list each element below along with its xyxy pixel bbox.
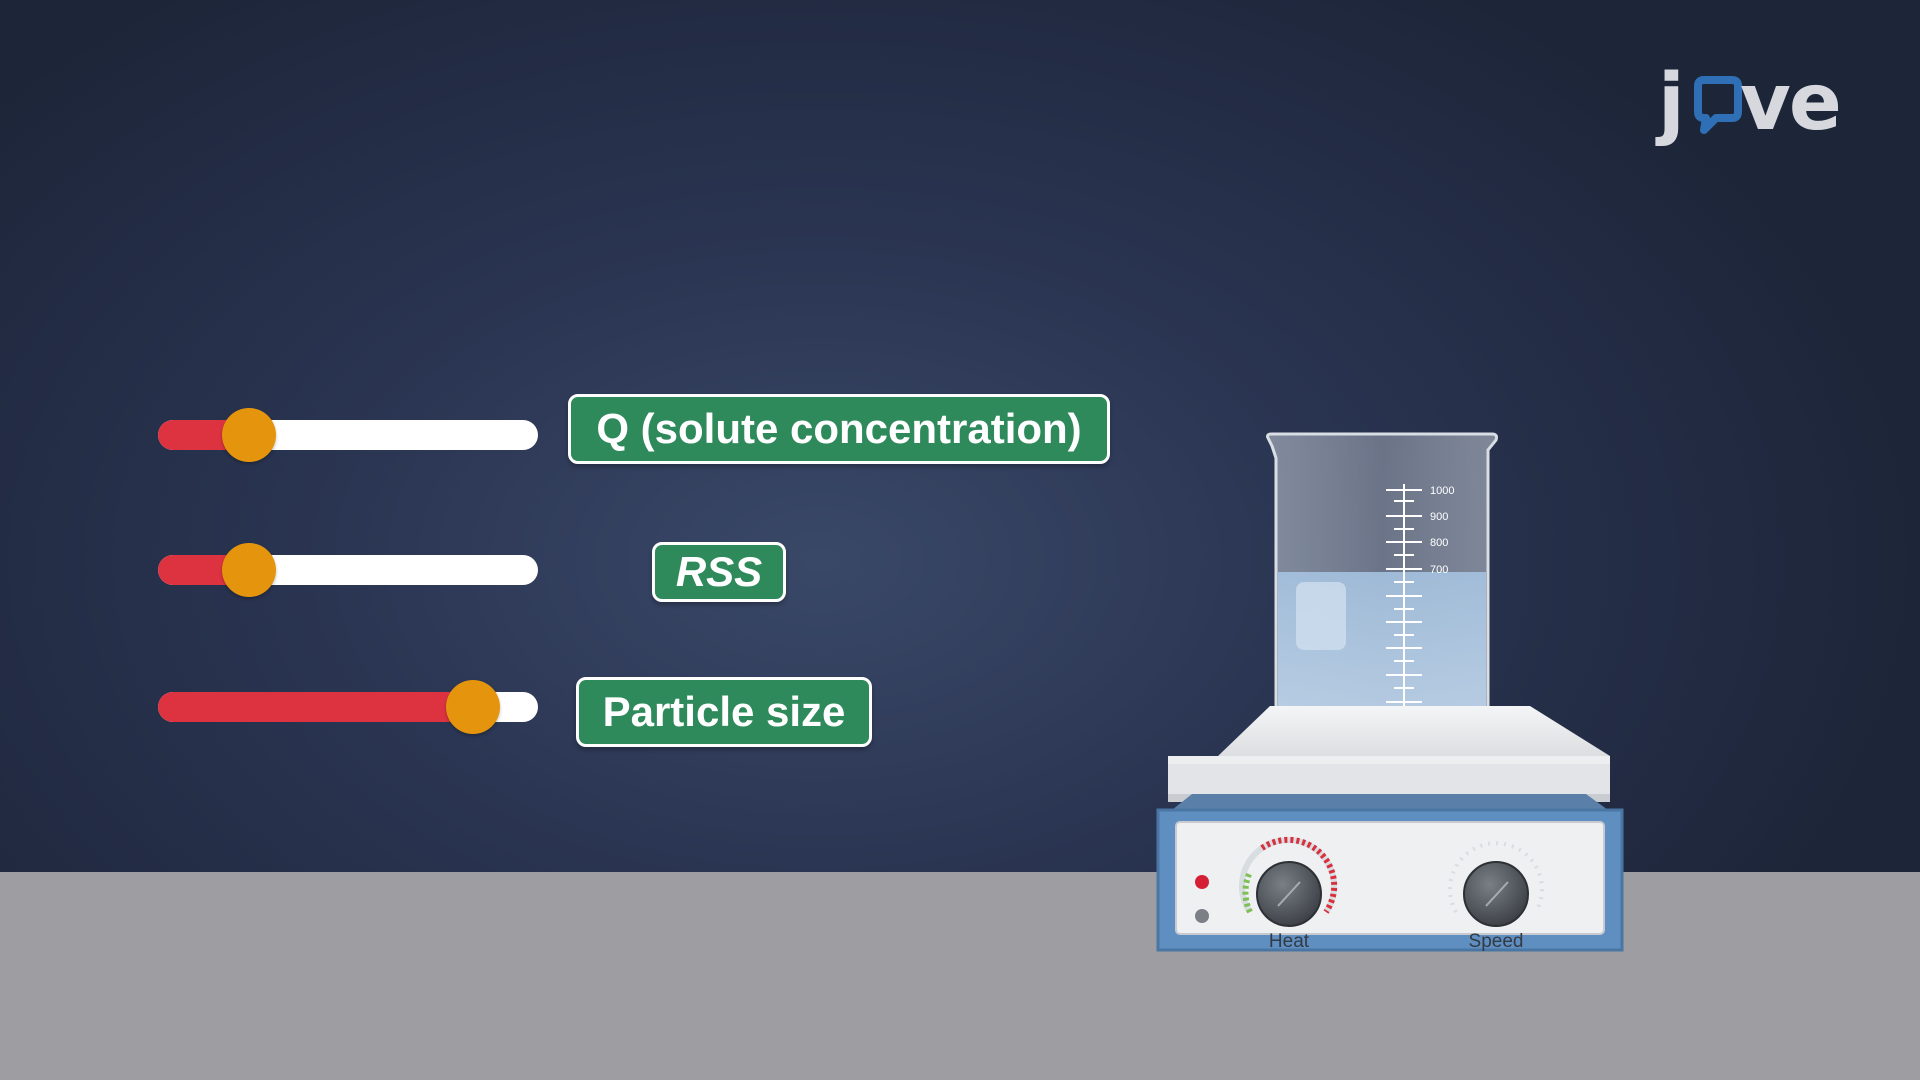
speed-label: Speed (1469, 931, 1524, 952)
label-rss: RSS (652, 542, 786, 602)
logo-letter-j: j (1658, 58, 1685, 148)
hotplate-stirrer-with-beaker: 1000 900 800 700 Heat (1156, 432, 1624, 952)
heat-knob[interactable] (1239, 836, 1338, 927)
label-particle-size: Particle size (576, 677, 872, 747)
speech-bubble-icon (1694, 76, 1742, 134)
jove-logo: j ve (1658, 58, 1842, 148)
speed-knob[interactable] (1448, 841, 1544, 927)
power-indicator-grey (1195, 909, 1209, 923)
hotplate-body: Heat Speed (1156, 794, 1624, 952)
lab-bench-floor (0, 872, 1920, 1080)
slider-rss[interactable] (158, 543, 538, 597)
graduation-800: 800 (1430, 537, 1448, 549)
power-indicator-red (1195, 875, 1209, 889)
slider-solute-concentration[interactable] (158, 408, 538, 462)
graduation-1000: 1000 (1430, 485, 1454, 497)
slider-thumb[interactable] (222, 543, 277, 597)
label-solute-concentration: Q (solute concentration) (568, 394, 1110, 464)
slider-thumb[interactable] (446, 680, 501, 734)
slider-thumb[interactable] (222, 408, 277, 462)
hotplate-top (1168, 706, 1610, 802)
slider-particle-size[interactable] (158, 680, 538, 734)
heat-label: Heat (1269, 931, 1310, 952)
logo-letters-ve: ve (1740, 58, 1842, 148)
beaker: 1000 900 800 700 (1266, 432, 1498, 754)
graduation-900: 900 (1430, 511, 1448, 523)
slider-fill (158, 692, 474, 722)
graduation-700: 700 (1430, 564, 1448, 576)
